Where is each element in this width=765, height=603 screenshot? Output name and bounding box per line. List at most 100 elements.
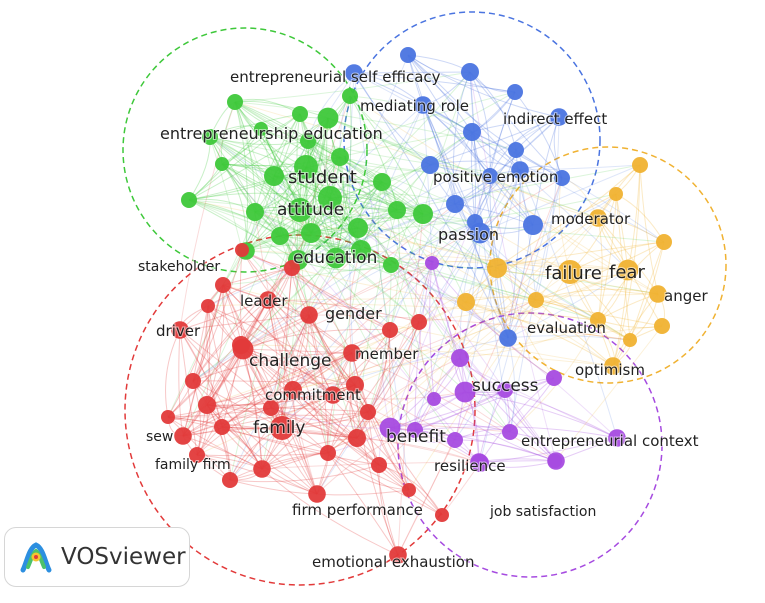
- term-label-resilience[interactable]: resilience: [433, 456, 507, 476]
- term-node[interactable]: [502, 424, 518, 440]
- term-node[interactable]: [284, 381, 302, 399]
- term-node-leader[interactable]: [259, 291, 277, 309]
- term-node-evaluation[interactable]: [499, 329, 517, 347]
- term-label-optimism[interactable]: optimism: [574, 360, 646, 380]
- term-node[interactable]: [346, 376, 364, 394]
- term-node[interactable]: [232, 336, 250, 354]
- term-node-attitude[interactable]: [288, 198, 312, 222]
- term-label-failure[interactable]: failure: [544, 262, 603, 285]
- term-label-success[interactable]: success: [471, 375, 540, 397]
- term-node[interactable]: [382, 322, 398, 338]
- term-node[interactable]: [400, 47, 416, 63]
- term-label-commitment[interactable]: commitment: [264, 385, 362, 405]
- term-node-optimism[interactable]: [604, 357, 622, 375]
- term-node[interactable]: [435, 508, 449, 522]
- term-node-benefit[interactable]: [379, 417, 401, 439]
- term-node-sew[interactable]: [174, 427, 192, 445]
- term-node[interactable]: [609, 187, 623, 201]
- term-node-education[interactable]: [325, 247, 347, 269]
- term-node[interactable]: [348, 218, 368, 238]
- vosviewer-badge[interactable]: VOSviewer: [4, 527, 190, 587]
- term-node[interactable]: [623, 333, 637, 347]
- term-node[interactable]: [487, 258, 507, 278]
- term-node-entrepreneurial-context[interactable]: [608, 429, 626, 447]
- term-node[interactable]: [507, 84, 523, 100]
- term-node[interactable]: [331, 148, 349, 166]
- term-node[interactable]: [421, 156, 439, 174]
- term-label-stakeholder[interactable]: stakeholder: [137, 258, 221, 276]
- term-node[interactable]: [185, 373, 201, 389]
- term-node-success[interactable]: [454, 381, 476, 403]
- term-node[interactable]: [254, 122, 268, 136]
- term-node[interactable]: [300, 133, 316, 149]
- term-label-passion[interactable]: passion: [437, 224, 500, 245]
- term-node[interactable]: [457, 293, 475, 311]
- term-node[interactable]: [235, 243, 249, 257]
- term-label-gender[interactable]: gender: [324, 303, 383, 324]
- term-node-entrepreneurship-education[interactable]: [317, 107, 339, 129]
- term-label-driver[interactable]: driver: [155, 321, 202, 341]
- term-label-moderator[interactable]: moderator: [550, 209, 632, 229]
- term-node[interactable]: [371, 457, 387, 473]
- term-node[interactable]: [284, 260, 300, 276]
- term-label-job-satisfaction[interactable]: job satisfaction: [488, 503, 597, 521]
- term-node[interactable]: [482, 168, 498, 184]
- term-node-emotional-exhaustion[interactable]: [389, 546, 407, 564]
- term-node[interactable]: [342, 88, 358, 104]
- term-node[interactable]: [271, 227, 289, 245]
- term-node[interactable]: [318, 186, 342, 210]
- term-label-anger[interactable]: anger: [663, 286, 709, 306]
- term-node-failure[interactable]: [558, 260, 582, 284]
- term-node[interactable]: [446, 195, 464, 213]
- term-label-leader[interactable]: leader: [239, 291, 289, 311]
- term-node[interactable]: [161, 410, 175, 424]
- term-label-fear[interactable]: fear: [608, 261, 646, 284]
- term-node[interactable]: [360, 404, 376, 420]
- term-node[interactable]: [402, 483, 416, 497]
- term-node[interactable]: [214, 419, 230, 435]
- term-node-mediating-role[interactable]: [414, 96, 432, 114]
- term-node-positive-emotion[interactable]: [511, 161, 529, 179]
- term-node[interactable]: [320, 445, 336, 461]
- term-label-entrepreneurial-context[interactable]: entrepreneurial context: [520, 431, 700, 451]
- term-node[interactable]: [508, 142, 524, 158]
- term-node-driver[interactable]: [171, 321, 189, 339]
- term-label-evaluation[interactable]: evaluation: [526, 318, 607, 338]
- term-node[interactable]: [388, 201, 406, 219]
- term-label-mediating-role[interactable]: mediating role: [359, 96, 470, 116]
- term-node[interactable]: [523, 215, 543, 235]
- term-node[interactable]: [202, 129, 218, 145]
- term-node[interactable]: [528, 292, 544, 308]
- term-node[interactable]: [383, 257, 399, 273]
- term-node[interactable]: [351, 240, 371, 260]
- term-node[interactable]: [181, 192, 197, 208]
- term-node-fear[interactable]: [617, 259, 639, 281]
- term-node[interactable]: [546, 370, 562, 386]
- term-label-emotional-exhaustion[interactable]: emotional exhaustion: [311, 552, 475, 572]
- term-node-commitment[interactable]: [324, 386, 342, 404]
- term-node-moderator[interactable]: [589, 209, 607, 227]
- term-node[interactable]: [461, 63, 479, 81]
- term-node-gender[interactable]: [300, 306, 318, 324]
- term-label-entrepreneurial-self-efficacy[interactable]: entrepreneurial self efficacy: [229, 67, 442, 87]
- term-node[interactable]: [463, 123, 481, 141]
- term-label-family[interactable]: family: [252, 417, 306, 439]
- term-label-member[interactable]: member: [354, 344, 420, 364]
- term-node[interactable]: [246, 203, 264, 221]
- term-label-entrepreneurship-education[interactable]: entrepreneurship education: [159, 123, 384, 144]
- term-node[interactable]: [425, 256, 439, 270]
- term-label-benefit[interactable]: benefit: [385, 426, 447, 448]
- term-node[interactable]: [590, 312, 606, 328]
- term-node[interactable]: [198, 396, 216, 414]
- term-label-positive-emotion[interactable]: positive emotion: [432, 167, 559, 187]
- term-node[interactable]: [656, 234, 672, 250]
- term-node[interactable]: [447, 432, 463, 448]
- term-node[interactable]: [215, 277, 231, 293]
- term-node[interactable]: [467, 214, 483, 230]
- term-node-family-firm[interactable]: [253, 460, 271, 478]
- term-node-indirect-effect[interactable]: [550, 108, 568, 126]
- term-node[interactable]: [348, 429, 366, 447]
- term-node[interactable]: [189, 447, 205, 463]
- term-label-firm-performance[interactable]: firm performance: [291, 500, 424, 520]
